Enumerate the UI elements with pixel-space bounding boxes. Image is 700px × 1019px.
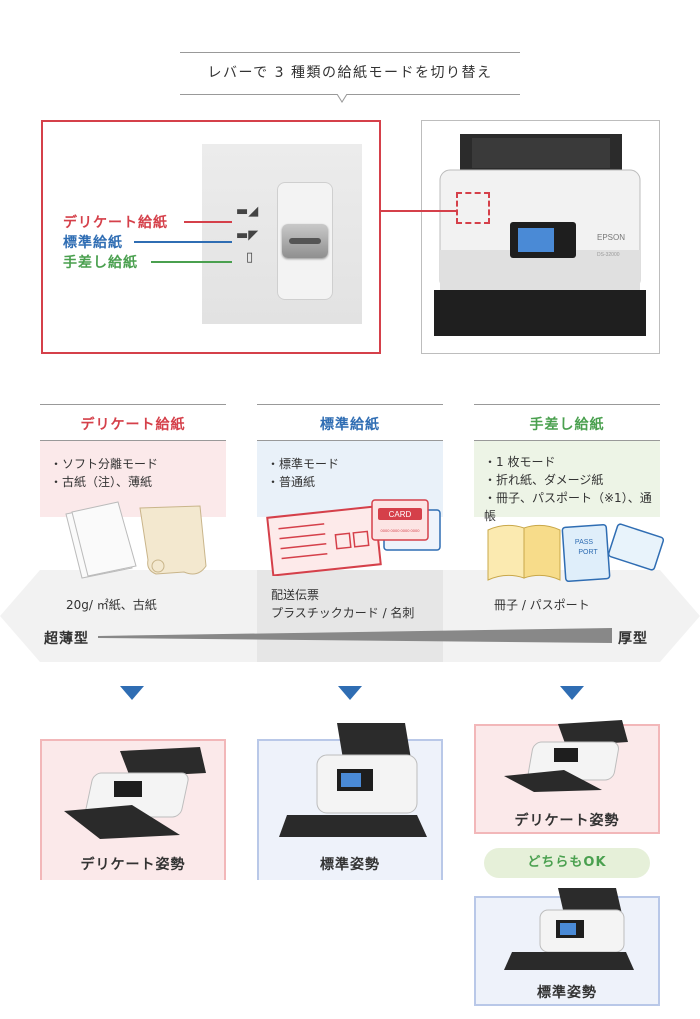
col1-title: デリケート給紙 (80, 417, 186, 433)
mode-line-manual (151, 261, 232, 263)
col3-bullet: ・1 枚モード (484, 455, 556, 469)
mode-label-manual: 手差し給紙 (63, 255, 138, 271)
manual-mode-icon: ▯ (246, 250, 254, 265)
col1-info-box: ・ソフト分離モード ・古紙（注）、薄紙 (40, 441, 226, 517)
card-slip-illustration: CARD 0000 0000 0000 0000 (266, 499, 441, 576)
scanner-brand: EPSON (597, 233, 625, 242)
col1-rule-top (40, 404, 226, 405)
col2-bullet: ・普通紙 (267, 475, 316, 489)
col3-bullet: ・折れ紙、ダメージ紙 (484, 473, 604, 487)
result-manual-delicate-label: デリケート姿勢 (514, 813, 620, 829)
scanner-model: DS-32000 (597, 252, 620, 258)
card-number-text: 0000 0000 0000 0000 (381, 528, 421, 533)
booklet-passport-illustration: PASS PORT (487, 523, 664, 583)
lever-detail-box (41, 120, 381, 354)
thick-label: 厚型 (618, 631, 648, 647)
col3-example: 冊子 / パスポート (494, 598, 590, 612)
col2-examples: 配送伝票 プラスチックカード / 名刺 (271, 586, 414, 622)
lever-connector-line (381, 210, 457, 212)
col3-rule-top (474, 404, 660, 405)
arrow-down-icon (120, 686, 144, 700)
col1-bullet: ・古紙（注）、薄紙 (50, 475, 153, 489)
title-rule-top (180, 52, 520, 53)
title-caret-icon (337, 94, 347, 103)
thickness-band (0, 570, 700, 662)
scanner-manual-standard-illustration (504, 888, 634, 970)
col2-bullet: ・標準モード (267, 457, 340, 471)
col1-bullet: ・ソフト分離モード (50, 457, 159, 471)
col1-example: 20g/ ㎡紙、古紙 (66, 598, 157, 612)
arrow-down-icon (338, 686, 362, 700)
delicate-mode-icon: ▬◢ (236, 204, 259, 219)
result-manual-standard-box: 標準姿勢 (474, 888, 660, 1006)
thin-label: 超薄型 (44, 631, 89, 647)
mode-line-delicate (184, 221, 232, 223)
passport-label-line1: PASS (575, 539, 593, 546)
scanner-manual-delicate-illustration (504, 720, 628, 792)
result-delicate-box: デリケート姿勢 (40, 739, 226, 880)
col3-rule-bottom (474, 440, 660, 441)
scanner-delicate-illustration (64, 747, 206, 839)
title-rule-bottom (180, 94, 337, 95)
col2-title: 標準給紙 (320, 417, 380, 433)
arrow-down-icon (560, 686, 584, 700)
mode-line-standard (134, 241, 232, 243)
col2-rule-bottom (257, 440, 443, 441)
page-title: レバーで 3 種類の給紙モードを切り替え (207, 65, 493, 81)
col1-rule-bottom (40, 440, 226, 441)
passport-label-line2: PORT (578, 549, 598, 556)
card-label-text: CARD (389, 510, 412, 519)
result-standard-label: 標準姿勢 (320, 857, 380, 873)
title-rule-bottom-right (347, 94, 520, 95)
scanner-illustration: EPSON DS-32000 (434, 134, 646, 336)
col2-rule-top (257, 404, 443, 405)
result-standard-box: 標準姿勢 (257, 723, 443, 880)
result-delicate-label: デリケート姿勢 (80, 857, 186, 873)
standard-mode-icon: ▬◤ (236, 228, 259, 243)
col3-examples: 冊子 / パスポート (494, 596, 590, 614)
col2-example: プラスチックカード / 名刺 (271, 606, 415, 620)
col3-title: 手差し給紙 (529, 417, 605, 433)
thin-paper-illustration (65, 501, 207, 579)
col2-example: 配送伝票 (271, 588, 320, 602)
col3-bullet: ・冊子、パスポート（※1）、通帳 (484, 491, 652, 523)
col1-examples: 20g/ ㎡紙、古紙 (66, 596, 157, 614)
mode-label-delicate: デリケート給紙 (63, 215, 168, 231)
either-ok-badge: どちらもOK (484, 848, 650, 878)
result-manual-standard-label: 標準姿勢 (537, 985, 597, 1001)
mode-label-standard: 標準給紙 (63, 235, 123, 251)
scanner-standard-illustration (279, 723, 427, 837)
lever-highlight-box (456, 192, 490, 224)
col3-info-box: ・1 枚モード ・折れ紙、ダメージ紙 ・冊子、パスポート（※1）、通帳 (474, 441, 660, 523)
lever-knob (282, 224, 328, 258)
result-manual-delicate-box: デリケート姿勢 (474, 720, 660, 834)
